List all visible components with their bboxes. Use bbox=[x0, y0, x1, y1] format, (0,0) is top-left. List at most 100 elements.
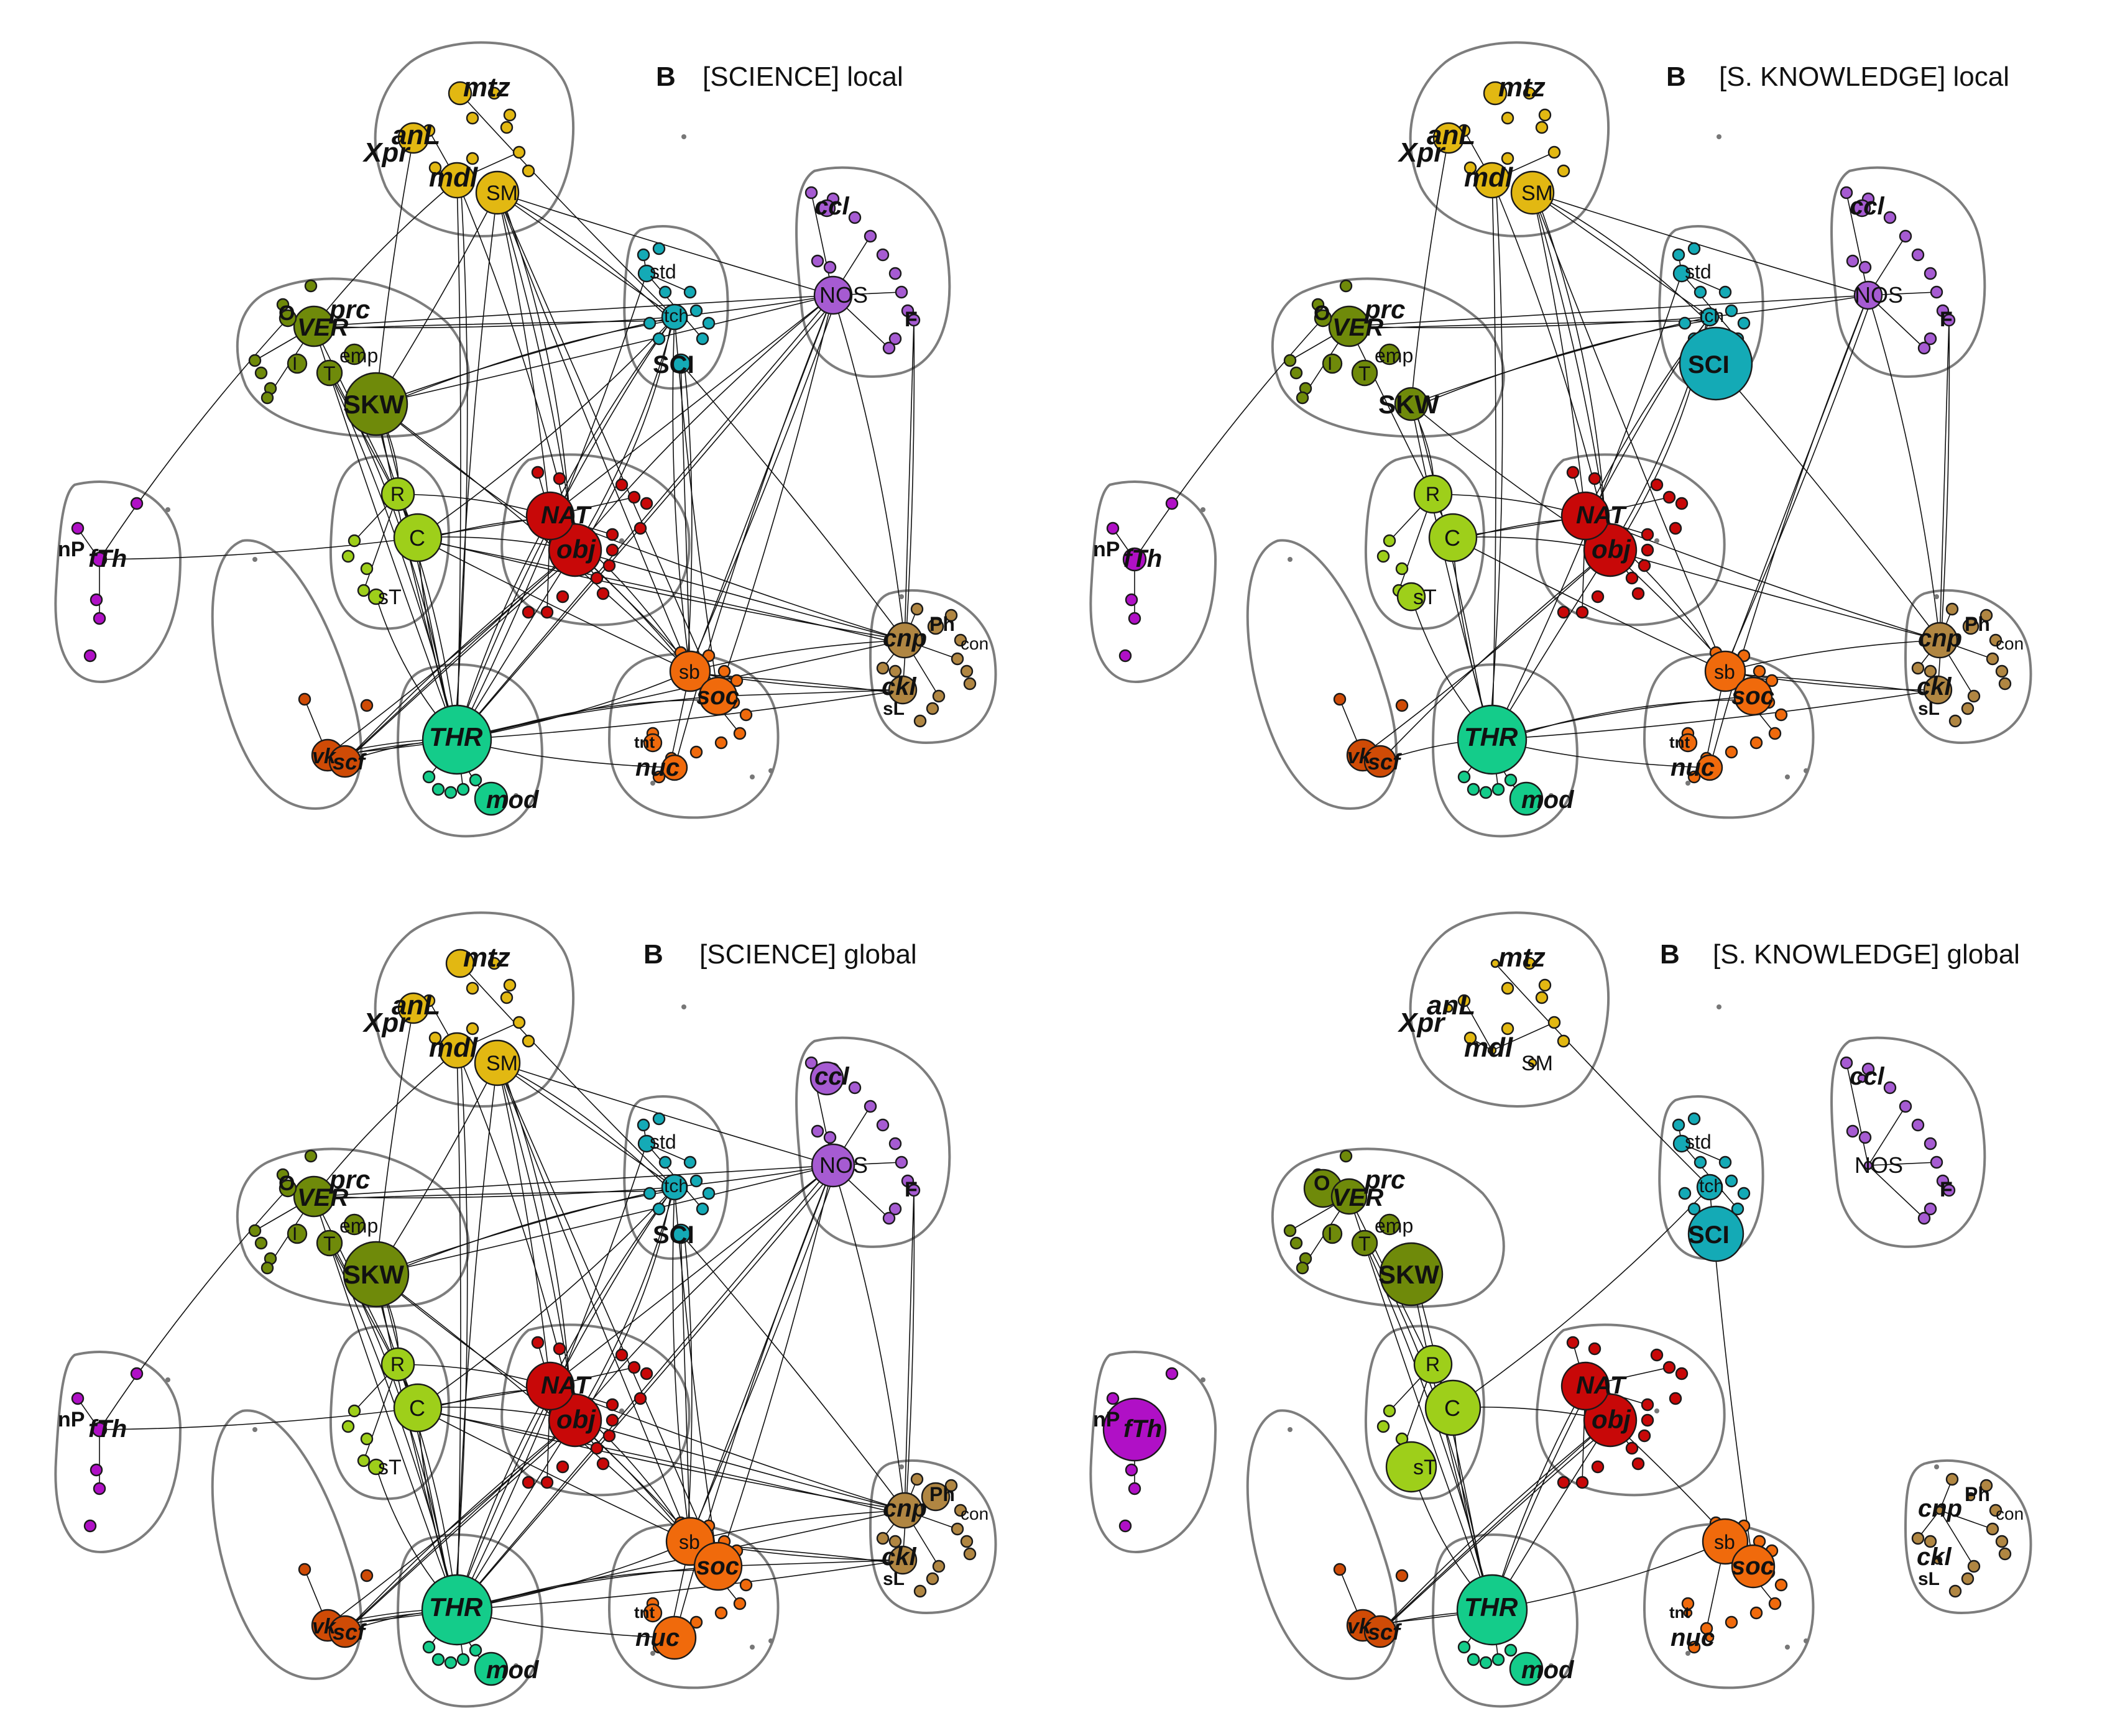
node-ckl bbox=[1923, 675, 1953, 705]
network-edge bbox=[376, 137, 414, 405]
network-edge bbox=[421, 1410, 902, 1515]
network-edge bbox=[1495, 963, 1710, 1188]
label-np: nP bbox=[58, 1408, 85, 1431]
satellite-node bbox=[963, 1547, 977, 1561]
node-nos bbox=[1863, 1160, 1873, 1170]
label-vk: vk bbox=[1347, 745, 1372, 768]
label-np: nP bbox=[1093, 538, 1120, 561]
satellite-node bbox=[553, 1342, 566, 1356]
satellite-node bbox=[456, 1653, 470, 1666]
satellite-node bbox=[864, 1100, 877, 1113]
network-edge bbox=[459, 963, 675, 1188]
isolated-node bbox=[681, 134, 686, 139]
satellite-node bbox=[1911, 1118, 1925, 1132]
satellite-node bbox=[951, 652, 964, 666]
node-std bbox=[1672, 264, 1691, 283]
network-edge bbox=[574, 295, 834, 551]
satellite-node bbox=[90, 1463, 103, 1477]
node-sm bbox=[1510, 170, 1555, 215]
network-edge bbox=[553, 320, 672, 519]
satellite-node bbox=[1128, 612, 1141, 625]
satellite-node bbox=[864, 229, 877, 243]
label-cnp: cnp bbox=[883, 625, 927, 652]
panel-title: [SCIENCE] local bbox=[703, 62, 903, 92]
satellite-node bbox=[910, 1472, 924, 1486]
label-i: I bbox=[292, 354, 297, 374]
satellite-node bbox=[93, 1482, 106, 1495]
satellite-node bbox=[1899, 1100, 1912, 1113]
isolated-node bbox=[1549, 1663, 1554, 1668]
satellite-node bbox=[1765, 674, 1779, 687]
isolated-node bbox=[1717, 1004, 1721, 1009]
label-scf: scf bbox=[1368, 749, 1402, 774]
satellite-node bbox=[1588, 472, 1602, 485]
label-prc: prc bbox=[329, 1165, 370, 1194]
label-cnp: cnp bbox=[1918, 625, 1962, 652]
network-edge bbox=[1536, 195, 1707, 321]
satellite-node bbox=[652, 770, 666, 784]
node-soc bbox=[1731, 1544, 1776, 1589]
satellite-node bbox=[876, 1118, 890, 1132]
satellite-node bbox=[1924, 332, 1937, 346]
cluster-hull bbox=[795, 1036, 951, 1248]
label-mtz: mtz bbox=[1498, 942, 1546, 973]
cluster-hull bbox=[396, 1533, 543, 1708]
satellite-node bbox=[1289, 366, 1303, 380]
cluster-hull bbox=[236, 277, 470, 438]
isolated-node bbox=[750, 774, 755, 779]
network-edge bbox=[1846, 1062, 1869, 1166]
network-edge bbox=[684, 1236, 693, 1546]
satellite-node bbox=[1700, 1622, 1713, 1635]
satellite-nodes bbox=[71, 86, 977, 799]
label-ccl: ccl bbox=[1850, 1063, 1884, 1090]
node-i bbox=[287, 1223, 308, 1244]
satellite-node bbox=[1395, 562, 1409, 576]
satellite-node bbox=[804, 1056, 818, 1070]
network-edge bbox=[344, 1420, 576, 1632]
satellite-node bbox=[1948, 1584, 1962, 1598]
satellite-node bbox=[888, 664, 902, 678]
node-sci bbox=[1679, 326, 1753, 401]
satellite-node bbox=[689, 1174, 703, 1188]
satellite-node bbox=[360, 562, 374, 576]
network-edge bbox=[456, 1062, 498, 1610]
satellite-node bbox=[1924, 1137, 1937, 1150]
satellite-node bbox=[254, 366, 268, 380]
satellite-node bbox=[1936, 1174, 1950, 1188]
node-ver bbox=[293, 1175, 335, 1218]
network-edge bbox=[1488, 182, 1503, 744]
cluster-hull bbox=[1643, 1523, 1815, 1689]
satellite-node bbox=[1641, 1398, 1654, 1412]
node-ph bbox=[1966, 1492, 1976, 1502]
label-fth: fTh bbox=[1123, 1415, 1162, 1443]
satellite-node bbox=[960, 1535, 974, 1548]
network-edge bbox=[341, 1422, 579, 1636]
satellite-node bbox=[733, 727, 747, 740]
satellite-node bbox=[652, 332, 666, 346]
isolated-node bbox=[1785, 774, 1790, 779]
satellite-node bbox=[658, 285, 672, 299]
panel-title: [S. KNOWLEDGE] local bbox=[1719, 62, 2009, 92]
label-nat: NAT bbox=[541, 502, 592, 529]
satellite-node bbox=[888, 1535, 902, 1548]
network-edge bbox=[1411, 137, 1449, 405]
satellite-node bbox=[1917, 1211, 1931, 1225]
satellite-node bbox=[1840, 1056, 1853, 1070]
network-edge bbox=[453, 1167, 837, 1614]
label-sb: sb bbox=[679, 661, 700, 683]
label-nuc: nuc bbox=[635, 1624, 680, 1651]
network-edge bbox=[1715, 363, 1940, 641]
satellite-node bbox=[652, 1202, 666, 1216]
network-edge bbox=[456, 1165, 834, 1610]
cluster-hull bbox=[1246, 539, 1398, 810]
satellite-node bbox=[696, 332, 709, 346]
satellite-node bbox=[1641, 543, 1654, 557]
network-edge bbox=[456, 515, 551, 740]
panel-title: [S. KNOWLEDGE] global bbox=[1713, 939, 2020, 970]
satellite-node bbox=[469, 1643, 482, 1657]
node-sci bbox=[1687, 1205, 1744, 1262]
label-vk: vk bbox=[1347, 1615, 1372, 1638]
satellite-node bbox=[522, 605, 535, 619]
network-edge bbox=[417, 1187, 675, 1408]
